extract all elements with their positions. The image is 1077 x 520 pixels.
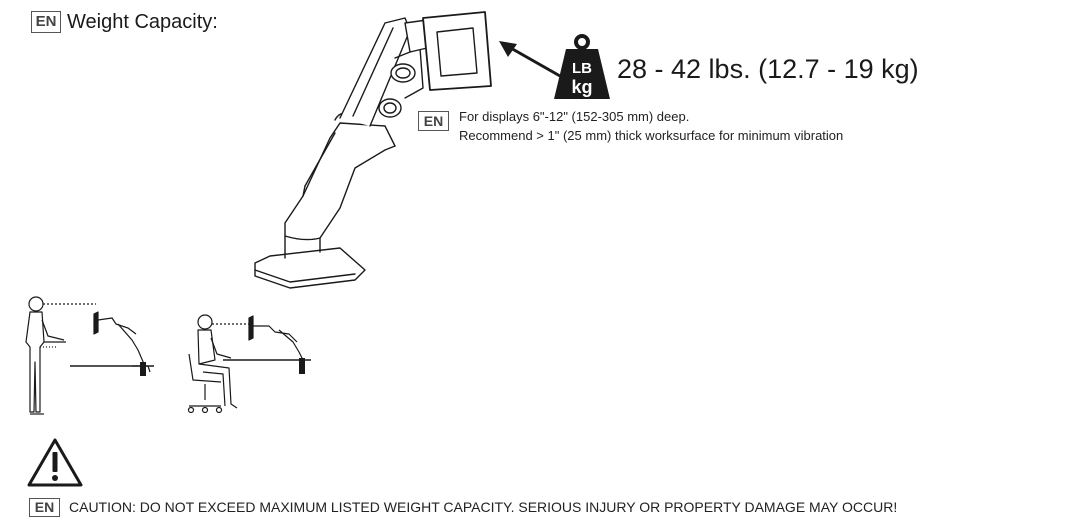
weight-icon-label-lb: LB bbox=[572, 60, 592, 77]
display-depth-note: For displays 6"-12" (152-305 mm) deep. bbox=[459, 109, 690, 124]
weight-icon: LB kg bbox=[554, 34, 610, 99]
arrow-icon bbox=[499, 41, 561, 78]
seated-user-illustration bbox=[187, 314, 311, 414]
weight-capacity-value: 28 - 42 lbs. (12.7 - 19 kg) bbox=[617, 54, 919, 84]
language-badge-en: EN bbox=[418, 111, 449, 131]
worksurface-note: Recommend > 1" (25 mm) thick worksurface… bbox=[459, 128, 844, 143]
language-badge-en: EN bbox=[29, 498, 60, 517]
page-title: Weight Capacity: bbox=[67, 11, 218, 33]
weight-icon-label-kg: kg bbox=[571, 77, 592, 97]
warning-icon bbox=[27, 438, 83, 487]
caution-text: CAUTION: DO NOT EXCEED MAXIMUM LISTED WE… bbox=[69, 499, 898, 515]
language-badge-en: EN bbox=[31, 11, 61, 33]
standing-user-illustration bbox=[25, 296, 154, 415]
monitor-arm-illustration bbox=[254, 11, 492, 289]
